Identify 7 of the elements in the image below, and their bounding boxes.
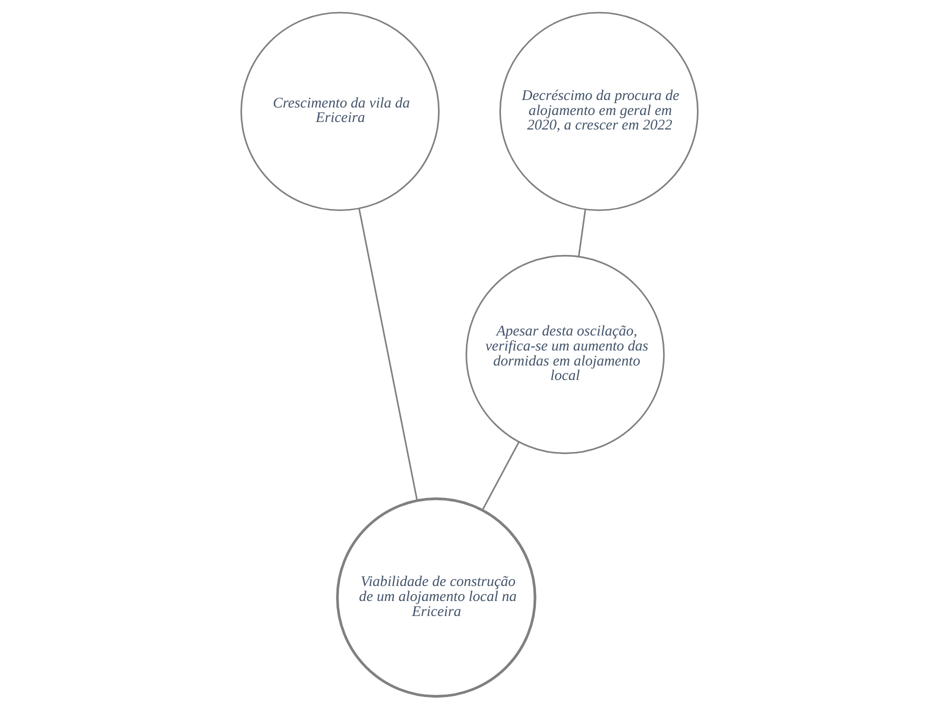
node-circle: Decréscimo da procura de alojamento em geral em 2020, a crescer em 2022 <box>498 12 698 212</box>
connector <box>578 209 586 256</box>
connector <box>481 442 520 510</box>
node-circle: Crescimento da vila da Ericeira <box>240 12 440 212</box>
node-circle: Apesar desta oscilação, verifica-se um aumento das dormidas em alojamento local <box>465 254 664 454</box>
connector <box>358 208 418 501</box>
node-circle: Viabilidade de construção de um alojamento local na Ericeira <box>336 497 536 698</box>
